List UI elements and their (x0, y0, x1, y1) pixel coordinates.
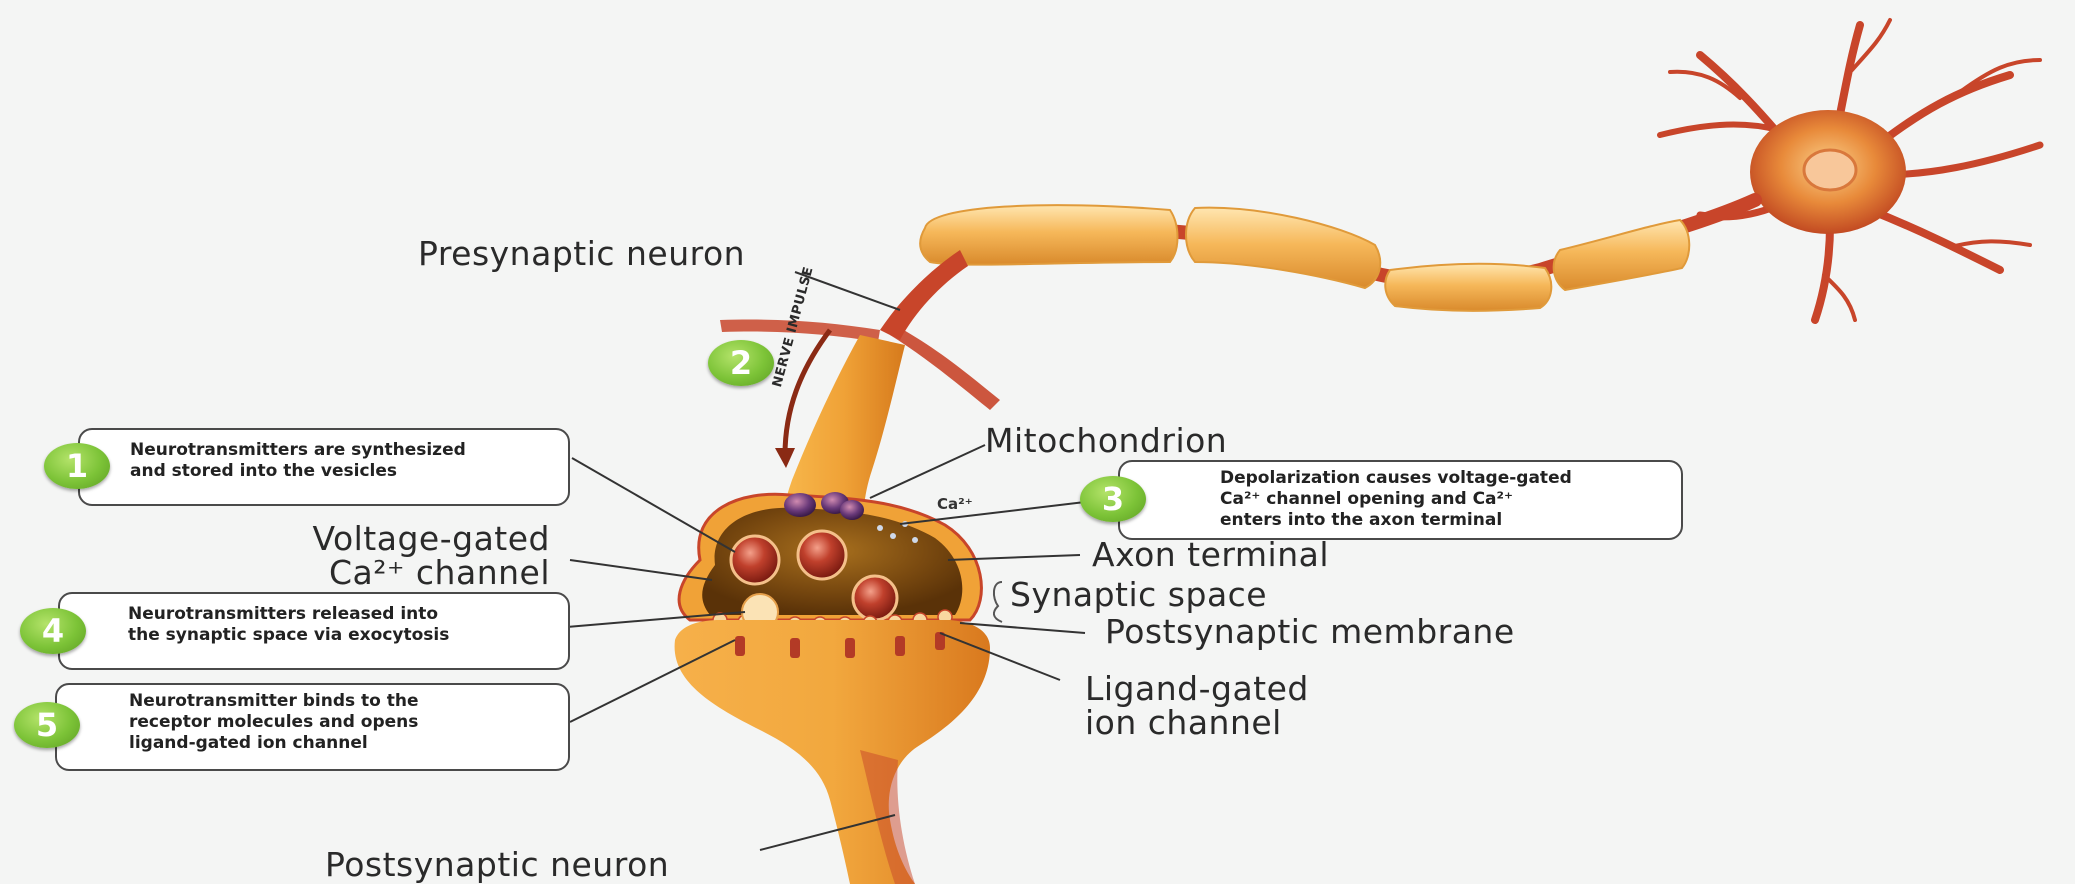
nucleus (1804, 150, 1856, 190)
step-5-line1: Neurotransmitter binds to the (129, 691, 554, 712)
label-axon-terminal: Axon terminal (1092, 538, 1329, 572)
label-ligand-gated-line1: Ligand-gated (1085, 672, 1309, 706)
label-ligand-gated-channel: Ligand-gated ion channel (1085, 672, 1309, 740)
step-5-line2: receptor molecules and opens (129, 712, 554, 733)
myelin-sheaths (920, 205, 1689, 311)
label-ligand-gated-line2: ion channel (1085, 706, 1309, 740)
step-5-callout: Neurotransmitter binds to the receptor m… (55, 683, 570, 771)
label-postsynaptic-membrane: Postsynaptic membrane (1105, 615, 1515, 649)
step-3-line1: Depolarization causes voltage-gated (1220, 468, 1667, 489)
step-5-badge: 5 (14, 702, 80, 748)
step-1-line2: and stored into the vesicles (130, 461, 554, 482)
step-3-line3: enters into the axon terminal (1220, 510, 1667, 531)
step-5-line3: ligand-gated ion channel (129, 733, 554, 754)
label-presynaptic-neuron: Presynaptic neuron (418, 237, 745, 271)
step-4-line1: Neurotransmitters released into (128, 604, 554, 625)
label-postsynaptic-neuron: Postsynaptic neuron (325, 848, 669, 882)
step-1-line1: Neurotransmitters are synthesized (130, 440, 554, 461)
step-3-callout: Depolarization causes voltage-gated Ca²⁺… (1118, 460, 1683, 540)
synaptic-space-brace (994, 582, 1002, 622)
step-4-callout: Neurotransmitters released into the syna… (58, 592, 570, 670)
step-2-badge: 2 (708, 340, 774, 386)
label-ca-ion: Ca²⁺ (937, 495, 973, 513)
step-4-line2: the synaptic space via exocytosis (128, 625, 554, 646)
label-voltage-gated-line2: Ca²⁺ channel (250, 556, 550, 590)
step-1-callout: Neurotransmitters are synthesized and st… (78, 428, 570, 506)
step-1-badge: 1 (44, 443, 110, 489)
step-3-badge: 3 (1080, 476, 1146, 522)
label-voltage-gated-channel: Voltage-gated Ca²⁺ channel (250, 522, 550, 590)
label-synaptic-space: Synaptic space (1010, 578, 1267, 612)
postsynaptic-neuron-body (675, 620, 990, 884)
label-mitochondrion: Mitochondrion (985, 424, 1227, 458)
label-voltage-gated-line1: Voltage-gated (250, 522, 550, 556)
nerve-impulse-arrowhead (775, 448, 795, 468)
step-3-line2: Ca²⁺ channel opening and Ca²⁺ (1220, 489, 1667, 510)
step-4-badge: 4 (20, 608, 86, 654)
